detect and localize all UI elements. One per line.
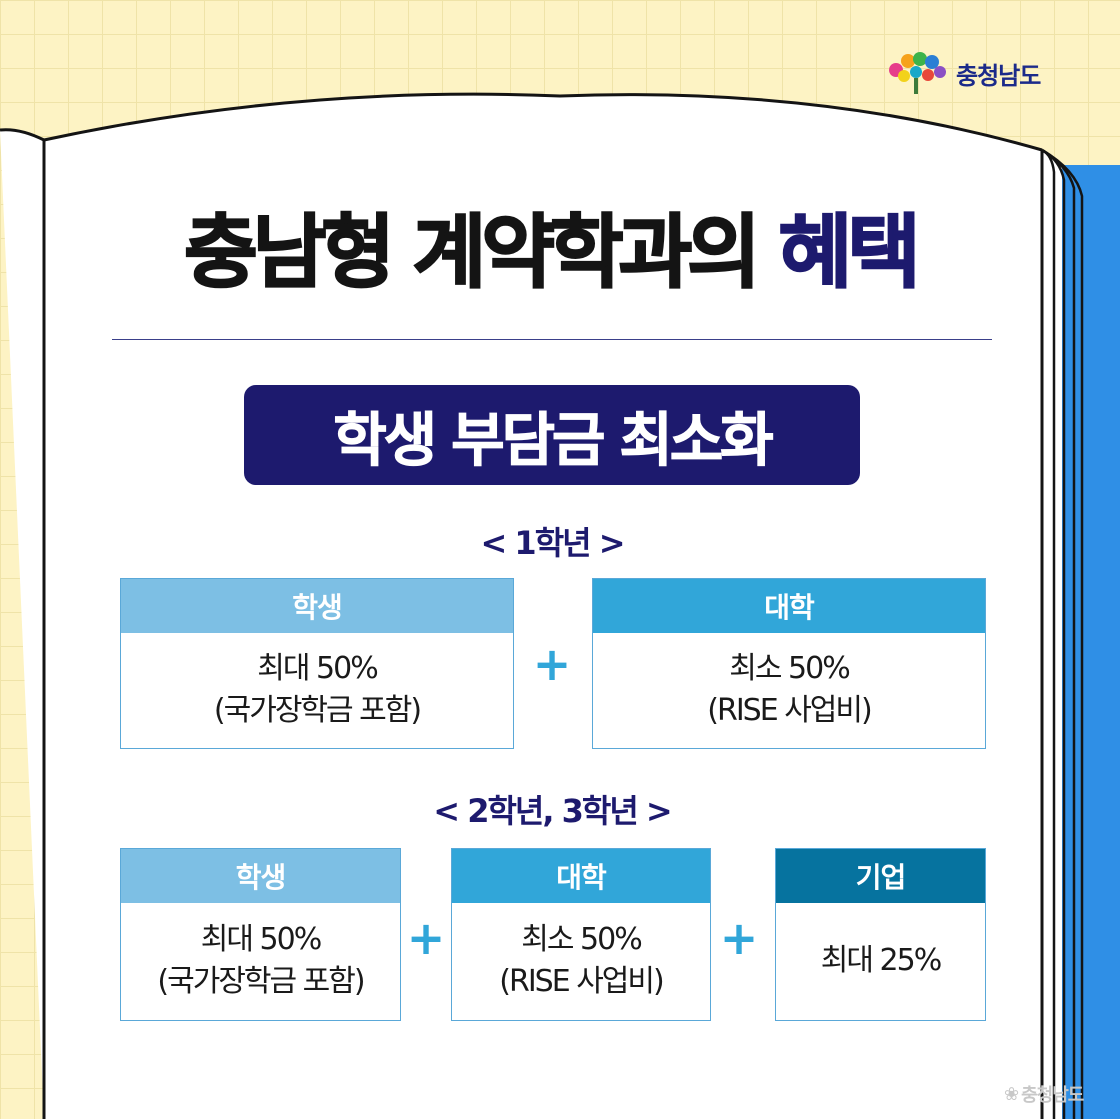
section-label-year1: < 1학년 > <box>480 524 625 562</box>
card-value: 최소 50% <box>729 651 850 686</box>
card-header: 대학 <box>452 849 710 903</box>
card-body: 최대 50% (국가장학금 포함) <box>121 903 400 1019</box>
section-label-year2-3: < 2학년, 3학년 > <box>433 792 673 830</box>
watermark: ❀ 충청남도 <box>1004 1081 1084 1107</box>
card-body: 최대 25% <box>776 903 985 1019</box>
title-main: 충남형 계약학과의 <box>183 205 779 300</box>
card-note: (국가장학금 포함) <box>213 693 422 728</box>
title-accent: 혜택 <box>778 205 922 300</box>
card-header: 학생 <box>121 849 400 903</box>
card-header: 대학 <box>593 579 985 633</box>
year1-university-card: 대학 최소 50% (RISE 사업비) <box>592 578 986 749</box>
card-header: 학생 <box>121 579 513 633</box>
card-value: 최대 50% <box>200 922 322 957</box>
year23-student-card: 학생 최대 50% (국가장학금 포함) <box>120 848 401 1021</box>
book-cover-edge <box>1062 165 1120 1119</box>
chungnam-flower-icon <box>889 52 946 94</box>
card-note: (RISE 사업비) <box>707 693 872 728</box>
card-body: 최소 50% (RISE 사업비) <box>452 903 710 1019</box>
year23-company-card: 기업 최대 25% <box>775 848 986 1021</box>
year1-student-card: 학생 최대 50% (국가장학금 포함) <box>120 578 514 749</box>
subtitle-text: 학생 부담금 최소화 <box>333 406 774 475</box>
card-header: 기업 <box>776 849 985 903</box>
card-body: 최대 50% (국가장학금 포함) <box>121 633 513 747</box>
subtitle-banner: 학생 부담금 최소화 <box>244 385 860 485</box>
card-value: 최대 50% <box>257 651 378 686</box>
title-divider <box>112 339 992 340</box>
brand-name: 충청남도 <box>956 61 1041 90</box>
card-body: 최소 50% (RISE 사업비) <box>593 633 985 747</box>
card-value: 최소 50% <box>521 922 642 957</box>
plus-sign: + <box>406 911 446 965</box>
plus-sign: + <box>532 637 572 691</box>
watermark-flower-icon: ❀ <box>1004 1083 1019 1105</box>
page-title: 충남형 계약학과의 혜택 <box>0 188 1100 304</box>
watermark-text: 충청남도 <box>1021 1085 1084 1106</box>
card-value: 최대 25% <box>820 943 942 978</box>
card-note: (국가장학금 포함) <box>157 964 365 999</box>
brand-logo: 충청남도 <box>886 50 1041 96</box>
card-note: (RISE 사업비) <box>499 964 664 999</box>
plus-sign: + <box>719 911 759 965</box>
year23-university-card: 대학 최소 50% (RISE 사업비) <box>451 848 711 1021</box>
